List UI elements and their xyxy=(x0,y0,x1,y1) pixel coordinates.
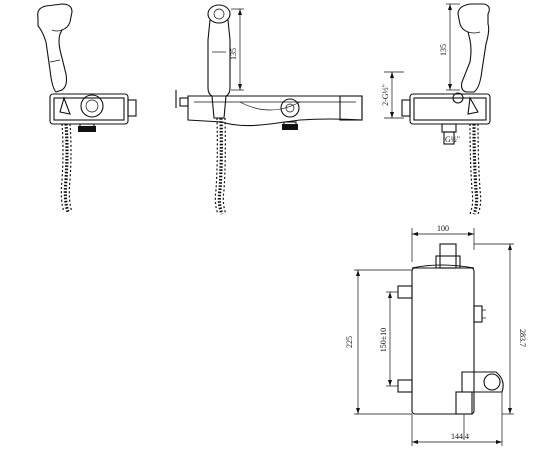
hand-shower-left xyxy=(37,3,73,93)
hand-shower-center xyxy=(207,19,231,97)
dim-body-height: 225 xyxy=(345,336,354,348)
hose-center xyxy=(217,117,224,215)
dim-shower-height: 135 xyxy=(229,48,238,60)
thermostat-bar-front xyxy=(187,95,363,127)
dim-inlet-thread: 2-G½" xyxy=(381,84,390,106)
side-view-right: 2-G½" 135 G½" xyxy=(381,3,491,215)
hose-right xyxy=(472,123,479,215)
knob-left xyxy=(80,94,104,118)
hose-left xyxy=(63,123,70,213)
dim-outlet-thread: G½" xyxy=(445,135,460,144)
front-view-center: 135 xyxy=(175,4,363,215)
side-view-left xyxy=(37,3,137,213)
plan-view: 100 150±10 225 xyxy=(345,224,527,446)
hand-shower-right xyxy=(457,3,490,93)
knob-center xyxy=(280,98,300,118)
dim-overall-depth: 144.4 xyxy=(451,432,469,441)
dim-overall-height: 283.7 xyxy=(518,329,527,347)
dim-shower-height-right: 135 xyxy=(439,44,448,56)
dim-width-top: 100 xyxy=(437,224,449,233)
dim-center-distance: 150±10 xyxy=(379,328,388,352)
outlet-knob xyxy=(461,371,504,393)
